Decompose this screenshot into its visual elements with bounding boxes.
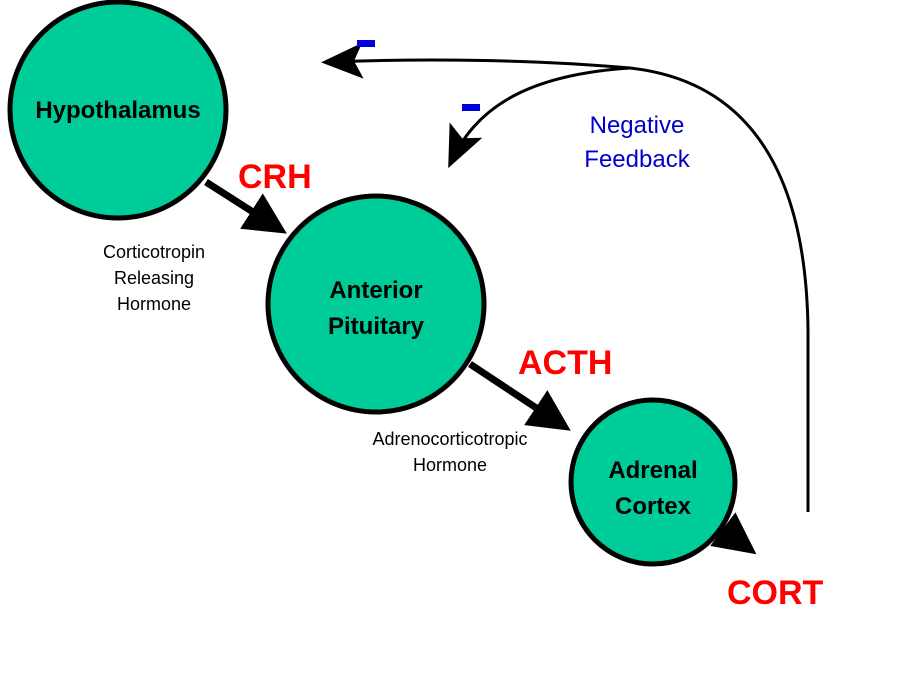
negative-feedback-label-line2: Feedback (584, 146, 690, 173)
hormone-label-acth: ACTH (518, 344, 612, 382)
anterior-pituitary-label-line1: Anterior (329, 277, 422, 304)
acth-arrow (468, 361, 571, 431)
acth-description-line1: Adrenocorticotropic (372, 429, 527, 449)
hormone-label-cort: CORT (727, 574, 824, 612)
anterior-pituitary-circle (265, 193, 487, 415)
crh-description-line3: Hormone (117, 294, 191, 314)
node-anterior-pituitary: Anterior Pituitary (265, 193, 487, 415)
node-adrenal-cortex: Adrenal Cortex (568, 397, 738, 567)
adrenal-cortex-label-line2: Cortex (615, 493, 692, 520)
hormone-label-crh: CRH (238, 158, 312, 196)
negative-feedback-label-line1: Negative (590, 112, 685, 139)
hypothalamus-label: Hypothalamus (35, 97, 200, 124)
crh-description-line2: Releasing (114, 268, 194, 288)
feedback-arrow-to-hypothalamus (321, 42, 810, 512)
minus-sign-hypothalamus (357, 40, 375, 47)
feedback-arrow-to-pituitary (448, 66, 631, 169)
crh-arrow (204, 179, 287, 234)
acth-description-line2: Hormone (413, 455, 487, 475)
cort-arrow (710, 512, 757, 555)
anterior-pituitary-label-line2: Pituitary (328, 313, 425, 340)
adrenal-cortex-label-line1: Adrenal (608, 457, 697, 484)
node-hypothalamus: Hypothalamus (7, 0, 229, 221)
hypothalamus-circle (7, 0, 229, 221)
adrenal-cortex-circle (568, 397, 738, 567)
minus-sign-pituitary (462, 104, 480, 111)
crh-description-line1: Corticotropin (103, 242, 205, 262)
